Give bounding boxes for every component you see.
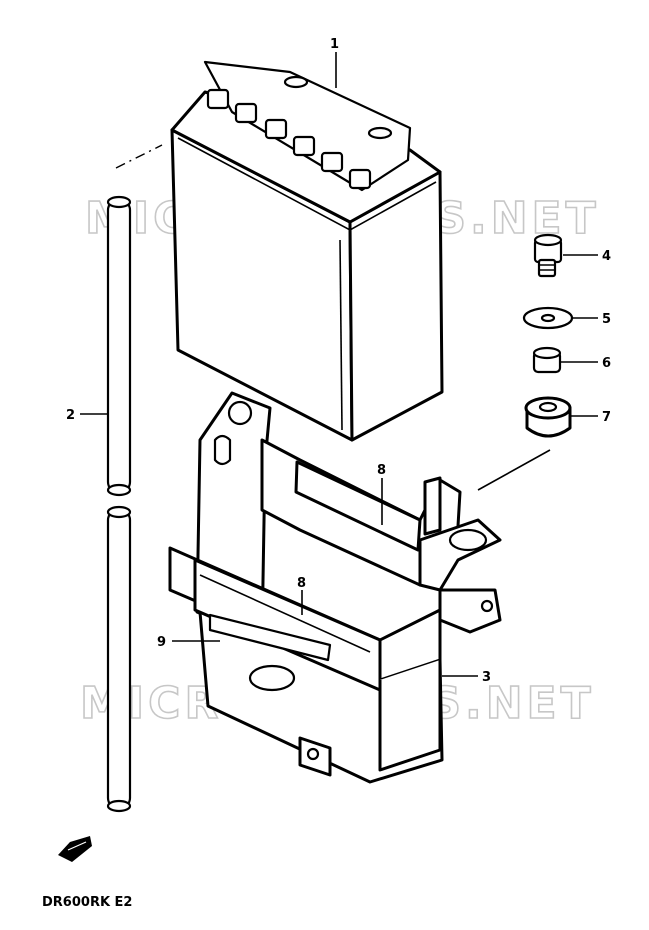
leader-lines <box>80 52 598 677</box>
cell-caps <box>206 88 372 190</box>
callout-4: 4 <box>602 249 611 264</box>
callout-6: 6 <box>602 356 611 371</box>
callout-9: 9 <box>157 635 166 650</box>
breather-hose <box>106 195 132 813</box>
model-code: DR600RK E2 <box>42 895 132 910</box>
washer <box>522 306 574 330</box>
callout-2: 2 <box>66 408 75 423</box>
front-arrow-icon <box>58 836 92 862</box>
callout-8-lower: 8 <box>297 576 306 591</box>
callout-7: 7 <box>602 410 611 425</box>
grommet <box>477 396 572 491</box>
collar <box>532 346 562 374</box>
battery <box>115 60 444 442</box>
callout-numbers: 1 2 3 4 5 6 7 8 8 9 <box>66 37 611 685</box>
battery-holder <box>168 391 502 784</box>
bolt <box>533 233 563 278</box>
callout-1: 1 <box>330 37 339 52</box>
callout-8-upper: 8 <box>377 463 386 478</box>
callout-3: 3 <box>482 670 491 685</box>
callout-5: 5 <box>602 312 611 327</box>
